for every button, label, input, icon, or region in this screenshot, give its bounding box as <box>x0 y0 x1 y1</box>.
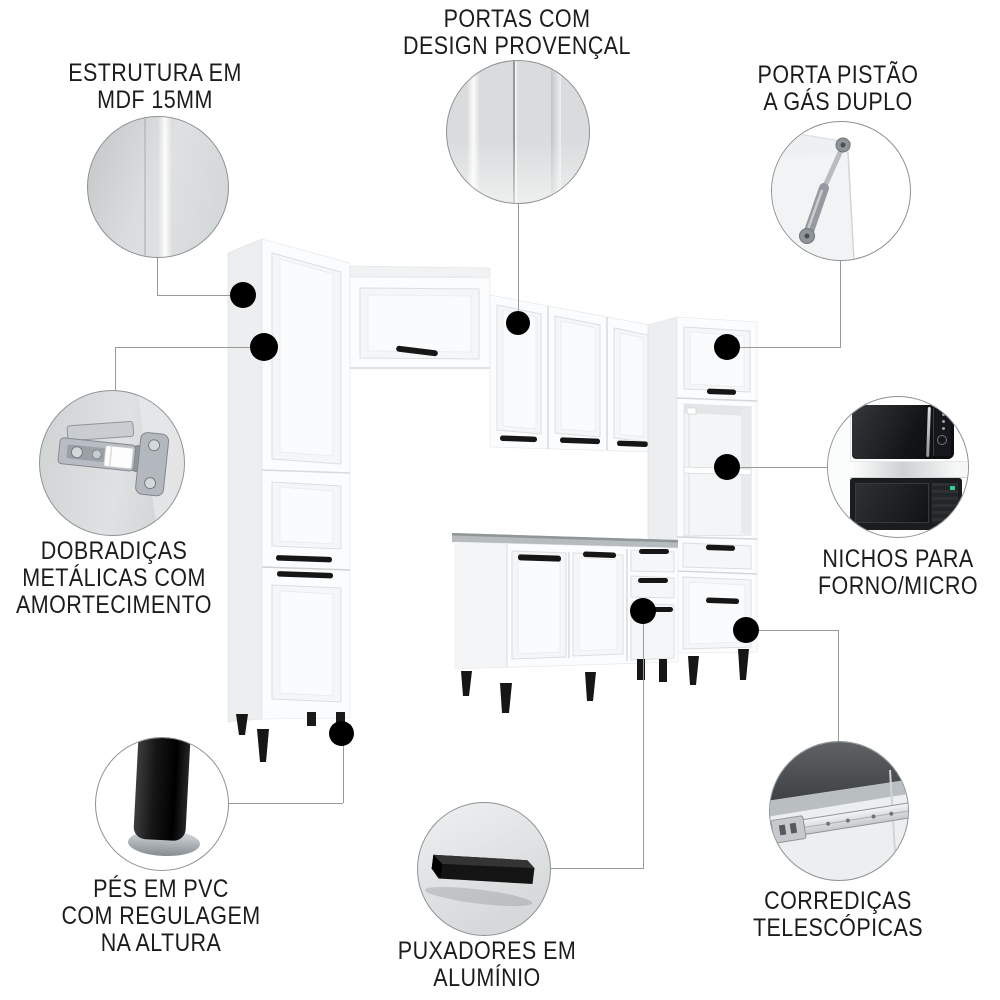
drawer-handle <box>706 597 740 605</box>
telescopic-slide-photo <box>769 741 909 881</box>
bridge-cabinet <box>349 265 491 369</box>
callout-dot-estrutura <box>230 282 256 308</box>
cabinet-leg <box>659 659 667 682</box>
left-tall-cabinet <box>227 238 351 762</box>
pvc-foot-photo <box>95 737 229 871</box>
label-line: NA ALTURA <box>100 929 222 957</box>
label-line: PORTA PISTÃO <box>757 61 919 89</box>
label-line: DESIGN PROVENÇAL <box>403 32 631 60</box>
connector-line-estrutura <box>157 256 158 296</box>
mdf-panel-photo <box>87 116 229 258</box>
callout-dot-pes <box>329 721 354 746</box>
provencal-door-photo <box>446 60 590 204</box>
wall-cabinet <box>489 294 656 453</box>
callout-dot-dobradicas <box>250 333 278 361</box>
door-handle <box>583 551 617 559</box>
label-line: DOBRADIÇAS <box>40 537 188 565</box>
callout-label-pistao: PORTA PISTÃO A GÁS DUPLO <box>728 62 948 116</box>
door-handle <box>617 440 649 447</box>
label-line: AMORTECIMENTO <box>16 591 212 619</box>
label-line: TELESCÓPICAS <box>752 914 924 942</box>
cabinet-leg <box>307 712 316 726</box>
connector-line-dobradicas <box>115 347 252 348</box>
drawer-handle <box>639 549 669 554</box>
handle-bar-icon <box>424 854 535 907</box>
callout-dot-pistao <box>714 334 740 360</box>
connector-line-corredicas <box>838 630 839 742</box>
cabinet-leg <box>461 671 472 696</box>
callout-dot-portas <box>506 311 530 335</box>
cabinet-leg <box>336 712 345 729</box>
connector-line-pistao <box>739 347 841 348</box>
oven-icon <box>852 405 954 459</box>
connector-line-corredicas <box>758 630 838 631</box>
callout-label-estrutura: ESTRUTURA EM MDF 15MM <box>43 60 267 114</box>
label-line: ESTRUTURA EM <box>68 59 242 87</box>
label-line: MDF 15MM <box>97 86 213 114</box>
label-line: A GÁS DUPLO <box>763 88 913 116</box>
label-line: NICHOS PARA <box>822 545 974 573</box>
cabinet-leg <box>585 672 596 701</box>
cabinet-leg <box>257 729 269 762</box>
gas-piston-icon <box>772 130 855 260</box>
door-handle <box>707 388 737 395</box>
callout-label-nichos: NICHOS PARA FORNO/MICRO <box>795 546 1000 600</box>
door-handle <box>517 554 562 562</box>
cabinet-leg <box>637 659 645 680</box>
callout-dot-puxadores <box>630 598 656 624</box>
cabinet-leg <box>738 649 749 680</box>
cabinet-leg <box>236 714 248 735</box>
label-line: PÉS EM PVC <box>93 875 229 903</box>
aluminum-handle-photo <box>417 802 551 936</box>
drawer-handle <box>706 544 736 551</box>
label-line: PUXADORES EM <box>397 937 577 965</box>
drawer-slide-icon <box>770 742 908 869</box>
label-line: METÁLICAS COM <box>22 564 206 592</box>
connector-line-puxadores <box>549 868 643 869</box>
door-handle <box>560 437 601 445</box>
connector-line-puxadores <box>643 622 644 869</box>
connector-line-pistao <box>840 259 841 348</box>
door-handle <box>277 571 334 579</box>
connector-line-nichos <box>739 467 828 468</box>
door-handle <box>276 555 333 563</box>
label-line: PORTAS COM <box>443 5 591 33</box>
callout-label-puxadores: PUXADORES EM ALUMÍNIO <box>367 938 608 992</box>
hinge-icon <box>57 391 184 535</box>
callout-label-pes: PÉS EM PVC COM REGULAGEM NA ALTURA <box>38 876 284 957</box>
door-handle <box>396 345 438 357</box>
drawer-handle <box>638 578 668 583</box>
callout-label-dobradicas: DOBRADIÇAS METÁLICAS COM AMORTECIMENTO <box>16 538 212 619</box>
connector-line-dobradicas <box>115 347 116 391</box>
metal-hinge-photo <box>39 390 185 536</box>
gas-piston-photo <box>771 121 911 261</box>
door-handle <box>500 435 538 443</box>
callout-label-corredicas: CORREDIÇAS TELESCÓPICAS <box>726 888 950 942</box>
connector-line-pes <box>227 803 343 804</box>
label-line: ALUMÍNIO <box>433 964 541 992</box>
cabinet-leg <box>688 656 699 685</box>
connector-line-portas <box>518 202 519 314</box>
microwave-icon <box>850 478 962 530</box>
label-line: FORNO/MICRO <box>817 572 978 600</box>
callout-label-portas: PORTAS COM DESIGN PROVENÇAL <box>401 6 633 60</box>
label-line: COM REGULAGEM <box>61 902 261 930</box>
callout-dot-corredicas <box>733 617 759 643</box>
connector-line-estrutura <box>157 295 231 296</box>
base-cabinet <box>452 533 679 713</box>
connector-line-pes <box>343 745 344 803</box>
cabinet-leg <box>500 683 512 713</box>
callout-dot-nichos <box>714 454 740 480</box>
oven-microwave-niche-photo <box>827 396 969 538</box>
label-line: CORREDIÇAS <box>764 887 912 915</box>
